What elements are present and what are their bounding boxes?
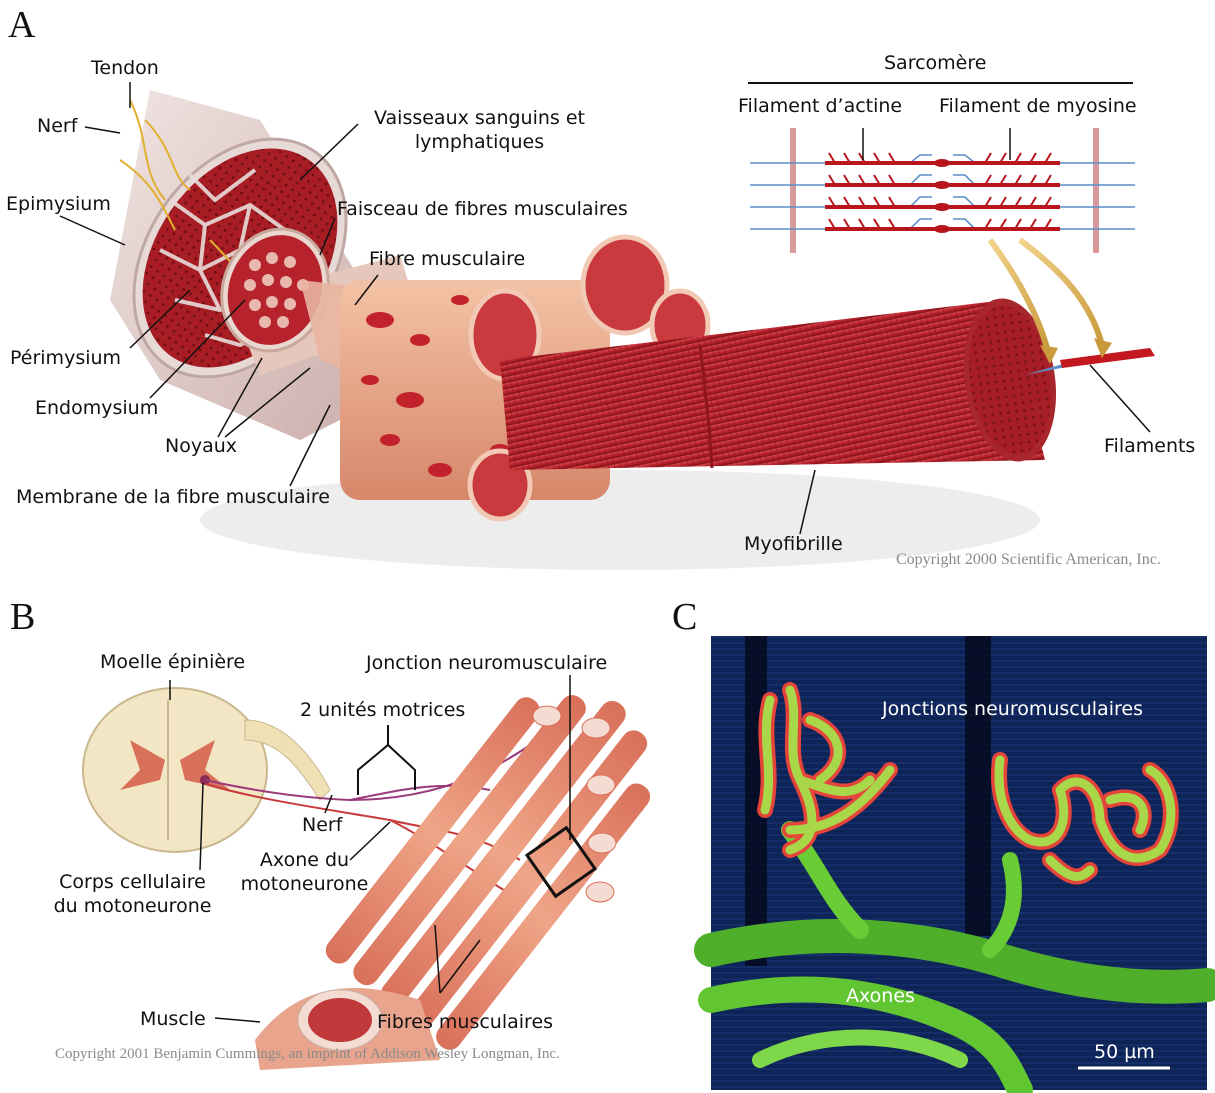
label-corps: Corps cellulaire du motoneurone <box>40 871 225 919</box>
label-membrane: Membrane de la fibre musculaire <box>16 486 330 510</box>
label-epimysium: Epimysium <box>6 193 111 217</box>
label-axone-line1: Axone du <box>232 849 377 873</box>
label-unites: 2 unités motrices <box>300 699 465 723</box>
label-nerf-b: Nerf <box>302 814 342 838</box>
copyright-a: Copyright 2000 Scientific American, Inc. <box>896 551 1161 569</box>
label-axones: Axones <box>846 985 915 1009</box>
label-perimysium: Périmysium <box>10 347 121 371</box>
label-vaisseaux-line2: lymphatiques <box>362 131 597 155</box>
label-axone-line2: motoneurone <box>232 873 377 897</box>
label-jonction: Jonction neuromusculaire <box>366 652 607 676</box>
label-noyaux: Noyaux <box>165 435 237 459</box>
label-filaments: Filaments <box>1104 435 1195 459</box>
label-fibres: Fibres musculaires <box>377 1011 553 1035</box>
z-disc-left <box>790 128 796 253</box>
label-faisceau: Faisceau de fibres musculaires <box>337 198 628 222</box>
label-actine: Filament d’actine <box>738 95 902 119</box>
spinal-cord <box>83 688 330 852</box>
label-muscle: Muscle <box>140 1008 206 1032</box>
label-sarcomere: Sarcomère <box>884 52 986 76</box>
fiber-gap-2 <box>965 636 991 936</box>
label-corps-line1: Corps cellulaire <box>40 871 225 895</box>
label-myosine: Filament de myosine <box>939 95 1137 119</box>
label-vaisseaux-line1: Vaisseaux sanguins et <box>362 107 597 131</box>
z-disc-right <box>1093 128 1099 253</box>
panel-letter-c: C <box>672 598 697 636</box>
label-scale: 50 µm <box>1094 1041 1155 1065</box>
label-jonctions: Jonctions neuromusculaires <box>882 698 1143 722</box>
label-vaisseaux: Vaisseaux sanguins et lymphatiques <box>362 107 597 155</box>
label-axone: Axone du motoneurone <box>232 849 377 897</box>
label-nerf-a: Nerf <box>37 115 77 139</box>
motor-units-bracket <box>358 725 415 795</box>
label-fibre: Fibre musculaire <box>369 248 525 272</box>
myosin-filaments <box>825 163 1060 229</box>
label-tendon: Tendon <box>91 57 159 81</box>
label-moelle: Moelle épinière <box>100 651 245 675</box>
label-endomysium: Endomysium <box>35 397 158 421</box>
panel-letter-b: B <box>10 598 35 636</box>
copyright-b: Copyright 2001 Benjamin Cummings, an imp… <box>55 1046 560 1063</box>
label-myofibrille: Myofibrille <box>744 533 843 557</box>
panel-letter-a: A <box>8 6 35 44</box>
m-line <box>934 159 950 233</box>
label-corps-line2: du motoneurone <box>40 895 225 919</box>
